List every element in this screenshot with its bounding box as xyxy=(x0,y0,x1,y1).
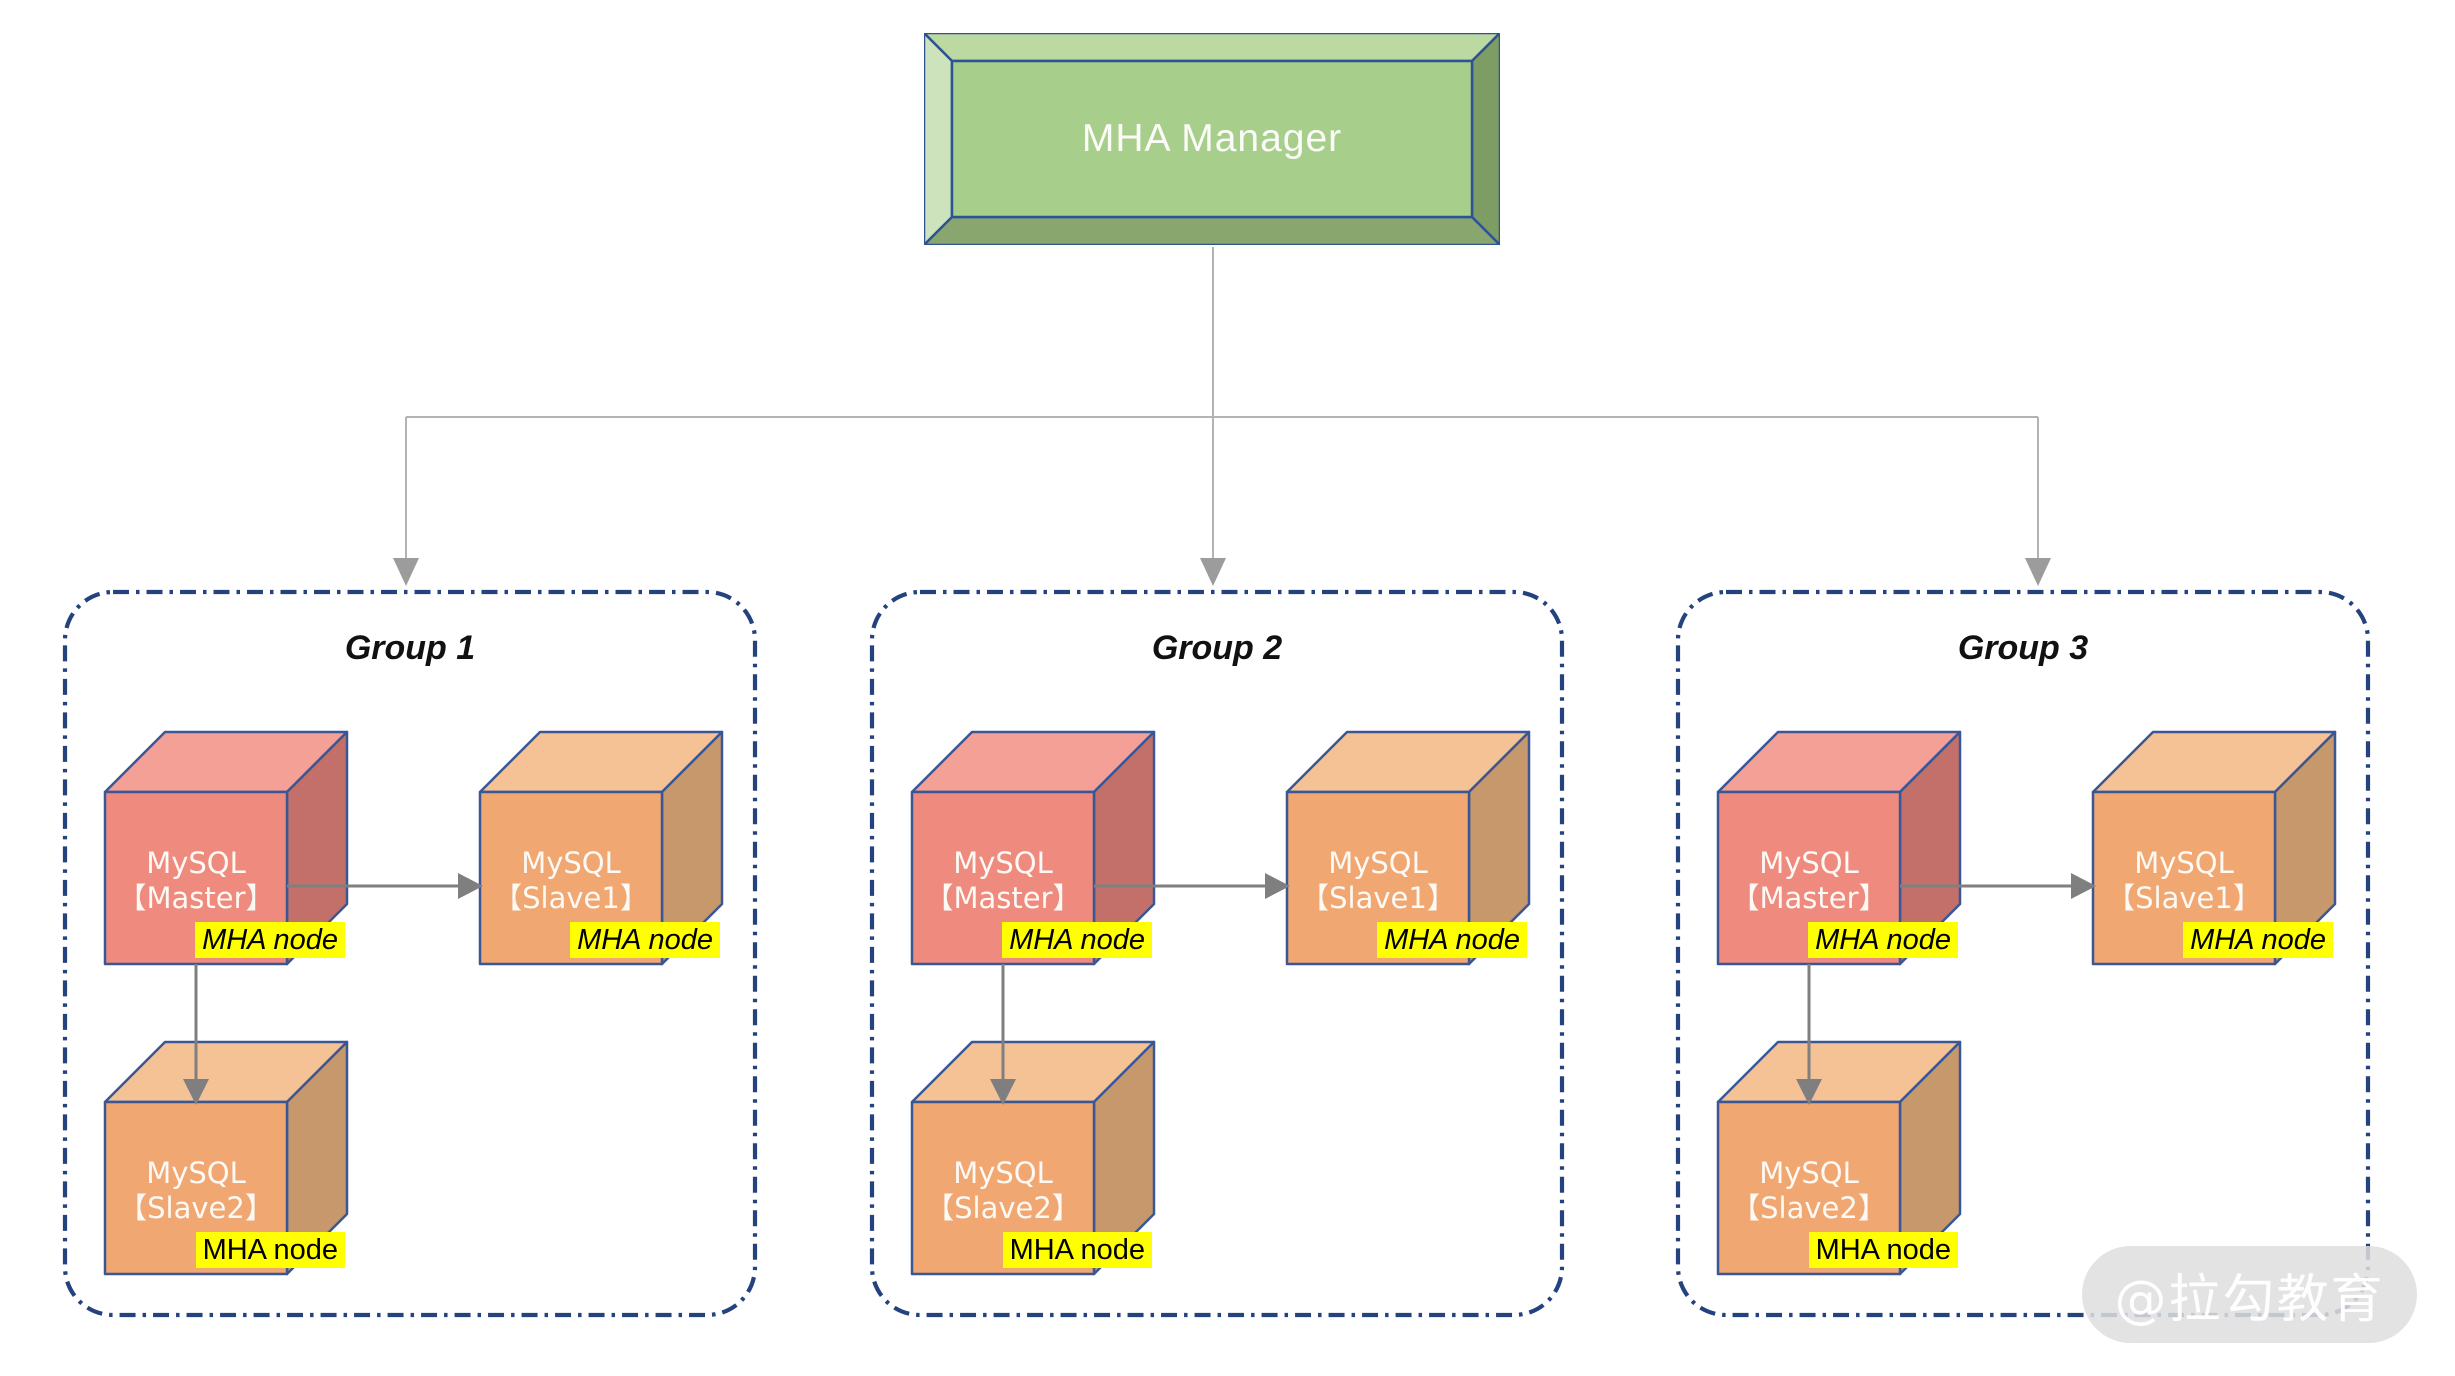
arrowhead-down-group2 xyxy=(1200,558,1226,586)
group-1-border xyxy=(62,589,758,1318)
arrowhead-down-group3 xyxy=(2025,558,2051,586)
group-1-title: Group 1 xyxy=(344,629,476,667)
group-3-master-node: MySQL 【Master】 MHA node xyxy=(1716,730,1962,966)
mha-node-badge: MHA node xyxy=(195,922,345,958)
cube-shape xyxy=(478,730,724,966)
group-2-border xyxy=(869,589,1565,1318)
node-role: 【Slave2】 xyxy=(1731,1191,1887,1225)
node-name: MySQL xyxy=(521,846,621,880)
group-3: Group 3 MySQL 【Master】 MHA node MySQL 【S… xyxy=(1675,589,2371,1318)
group-2: Group 2 MySQL 【Master】 MHA node MySQL 【S… xyxy=(869,589,1565,1318)
replication-arrows xyxy=(1796,873,2096,1105)
node-label: MySQL 【Master】 xyxy=(912,792,1094,964)
group-1-slave1-node: MySQL 【Slave1】 MHA node xyxy=(478,730,724,966)
manager-bevel-frame xyxy=(924,33,1500,245)
group-2-master-node: MySQL 【Master】 MHA node xyxy=(910,730,1156,966)
node-role: 【Master】 xyxy=(924,881,1082,915)
node-label: MySQL 【Master】 xyxy=(105,792,287,964)
arrowhead-master-to-slave1 xyxy=(458,873,483,899)
arrowhead-down-group1 xyxy=(393,558,419,586)
mha-node-badge: MHA node xyxy=(1002,1232,1152,1268)
mha-node-badge: MHA node xyxy=(1808,922,1958,958)
replication-arrows xyxy=(990,873,1290,1105)
group-3-title: Group 3 xyxy=(1957,629,2089,667)
arrowhead-master-to-slave2 xyxy=(183,1079,209,1105)
node-label: MySQL 【Slave1】 xyxy=(1287,792,1469,964)
node-role: 【Slave1】 xyxy=(1300,881,1456,915)
node-name: MySQL xyxy=(1759,1156,1859,1190)
mha-node-badge: MHA node xyxy=(570,922,720,958)
node-label: MySQL 【Master】 xyxy=(1718,792,1900,964)
node-name: MySQL xyxy=(1328,846,1428,880)
node-label: MySQL 【Slave2】 xyxy=(1718,1102,1900,1274)
arrowhead-master-to-slave2 xyxy=(1796,1079,1822,1105)
group-1-master-node: MySQL 【Master】 MHA node xyxy=(103,730,349,966)
arrowhead-master-to-slave1 xyxy=(2071,873,2096,899)
mha-node-badge: MHA node xyxy=(195,1232,345,1268)
watermark-badge: @拉勾教育 xyxy=(2082,1246,2417,1343)
node-role: 【Slave1】 xyxy=(493,881,649,915)
mha-node-badge: MHA node xyxy=(1002,922,1152,958)
node-label: MySQL 【Slave1】 xyxy=(2093,792,2275,964)
mha-node-badge: MHA node xyxy=(2183,922,2333,958)
node-label: MySQL 【Slave2】 xyxy=(105,1102,287,1274)
group-3-slave1-node: MySQL 【Slave1】 MHA node xyxy=(2091,730,2337,966)
arrowhead-master-to-slave2 xyxy=(990,1079,1016,1105)
node-name: MySQL xyxy=(953,846,1053,880)
node-name: MySQL xyxy=(1759,846,1859,880)
watermark-text: @拉勾教育 xyxy=(2114,1270,2385,1330)
node-name: MySQL xyxy=(953,1156,1053,1190)
mha-node-badge: MHA node xyxy=(1377,922,1527,958)
group-3-border xyxy=(1675,589,2371,1318)
node-name: MySQL xyxy=(146,1156,246,1190)
mha-manager-box: MHA Manager xyxy=(924,33,1500,245)
group-2-slave2-node: MySQL 【Slave2】 MHA node xyxy=(910,1040,1156,1276)
replication-arrows xyxy=(183,873,483,1105)
node-name: MySQL xyxy=(2134,846,2234,880)
node-role: 【Master】 xyxy=(1730,881,1888,915)
mha-manager-title: MHA Manager xyxy=(1081,117,1343,160)
node-role: 【Master】 xyxy=(117,881,275,915)
node-role: 【Slave1】 xyxy=(2106,881,2262,915)
group-2-title: Group 2 xyxy=(1151,629,1283,667)
group-3-slave2-node: MySQL 【Slave2】 MHA node xyxy=(1716,1040,1962,1276)
arrowhead-master-to-slave1 xyxy=(1265,873,1290,899)
node-label: MySQL 【Slave2】 xyxy=(912,1102,1094,1274)
mha-node-badge: MHA node xyxy=(1808,1232,1958,1268)
cube-shape xyxy=(910,730,1156,966)
node-label: MySQL 【Slave1】 xyxy=(480,792,662,964)
node-name: MySQL xyxy=(146,846,246,880)
node-role: 【Slave2】 xyxy=(118,1191,274,1225)
node-role: 【Slave2】 xyxy=(925,1191,1081,1225)
group-1: Group 1 MySQL 【Master】 MHA node MySQL 【S… xyxy=(62,589,758,1318)
group-2-slave1-node: MySQL 【Slave1】 MHA node xyxy=(1285,730,1531,966)
